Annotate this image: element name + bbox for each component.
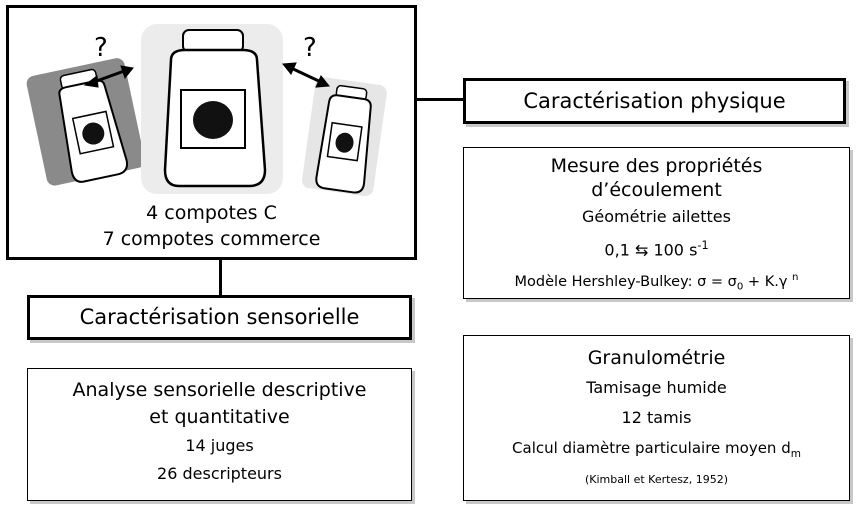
jar-left-icon [26,58,145,186]
flow-geometry: Géométrie ailettes [582,207,731,226]
granulo-reference: (Kimball et Kertesz, 1952) [584,473,728,486]
connector-line-to-physical [414,98,464,101]
jars-illustration [26,24,387,197]
granulo-title: Granulométrie [587,347,726,369]
products-box: ? ? 4 compotes C 7 compotes commerce [6,5,417,260]
products-line-1: 4 compotes C [146,202,277,224]
flow-title-line-2: d’écoulement [591,179,722,201]
granulo-sieves: 12 tamis [621,408,692,427]
question-mark-left: ? [94,33,108,63]
double-arrow-right-icon [282,62,330,88]
sensory-title: Caractérisation sensorielle [79,305,360,329]
products-line-2: 7 compotes commerce [102,228,321,250]
sensory-analysis-line-2: et quantitative [149,406,290,428]
products-caption: 4 compotes C 7 compotes commerce [9,200,414,252]
flow-properties-box: Mesure des propriétés d’écoulement Géomé… [463,147,850,299]
sensory-analysis-line-1: Analyse sensorielle descriptive [72,379,367,401]
jar-right-icon [301,77,387,197]
sensory-analysis-box: Analyse sensorielle descriptive et quant… [27,368,412,501]
question-mark-right: ? [303,33,317,63]
granulo-calc: Calcul diamètre particulaire moyen dm [512,439,801,460]
flow-title-line-1: Mesure des propriétés [550,155,763,177]
sensory-title-box: Caractérisation sensorielle [27,295,412,340]
physical-title: Caractérisation physique [523,89,786,113]
physical-title-box: Caractérisation physique [463,78,846,124]
flow-model: Modèle Hershley-Bulkey: σ = σ0 + K.γ n [514,272,799,294]
double-arrow-left-icon [83,65,134,88]
granulo-method: Tamisage humide [586,378,727,397]
sensory-judges: 14 juges [185,436,254,455]
flow-shear-range: 0,1 ⇆ 100 s-1 [604,239,709,260]
sensory-descriptors: 26 descripteurs [157,464,282,483]
granulometry-box: Granulométrie Tamisage humide 12 tamis C… [463,335,850,501]
connector-line-to-sensory [219,258,222,296]
jar-center-icon [141,24,283,194]
